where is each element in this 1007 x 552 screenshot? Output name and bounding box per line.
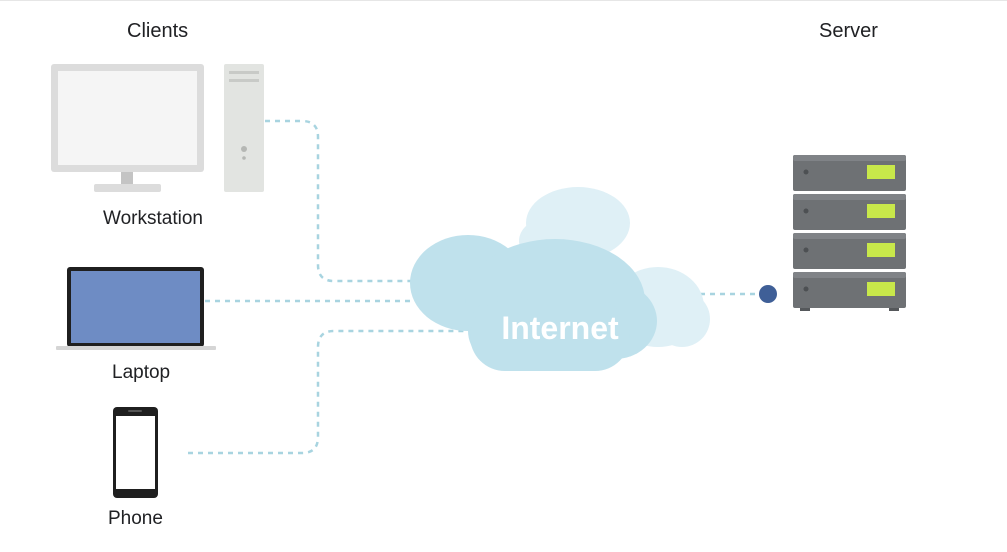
clients-heading: Clients (127, 20, 189, 42)
laptop-label: Laptop (112, 362, 171, 383)
server-heading: Server (819, 20, 878, 42)
tower-icon (224, 64, 264, 192)
internet-cloud-icon (410, 187, 710, 371)
server-rack-icon (793, 155, 906, 311)
connector-workstation (265, 119, 440, 283)
phone-label: Phone (108, 508, 163, 529)
internet-label: Internet (501, 310, 619, 346)
server-node-dot (759, 285, 777, 303)
phone-icon (113, 407, 158, 498)
laptop-icon (56, 267, 216, 350)
workstation-label: Workstation (103, 208, 203, 229)
connector-phone (188, 329, 470, 455)
monitor-icon (51, 64, 204, 192)
